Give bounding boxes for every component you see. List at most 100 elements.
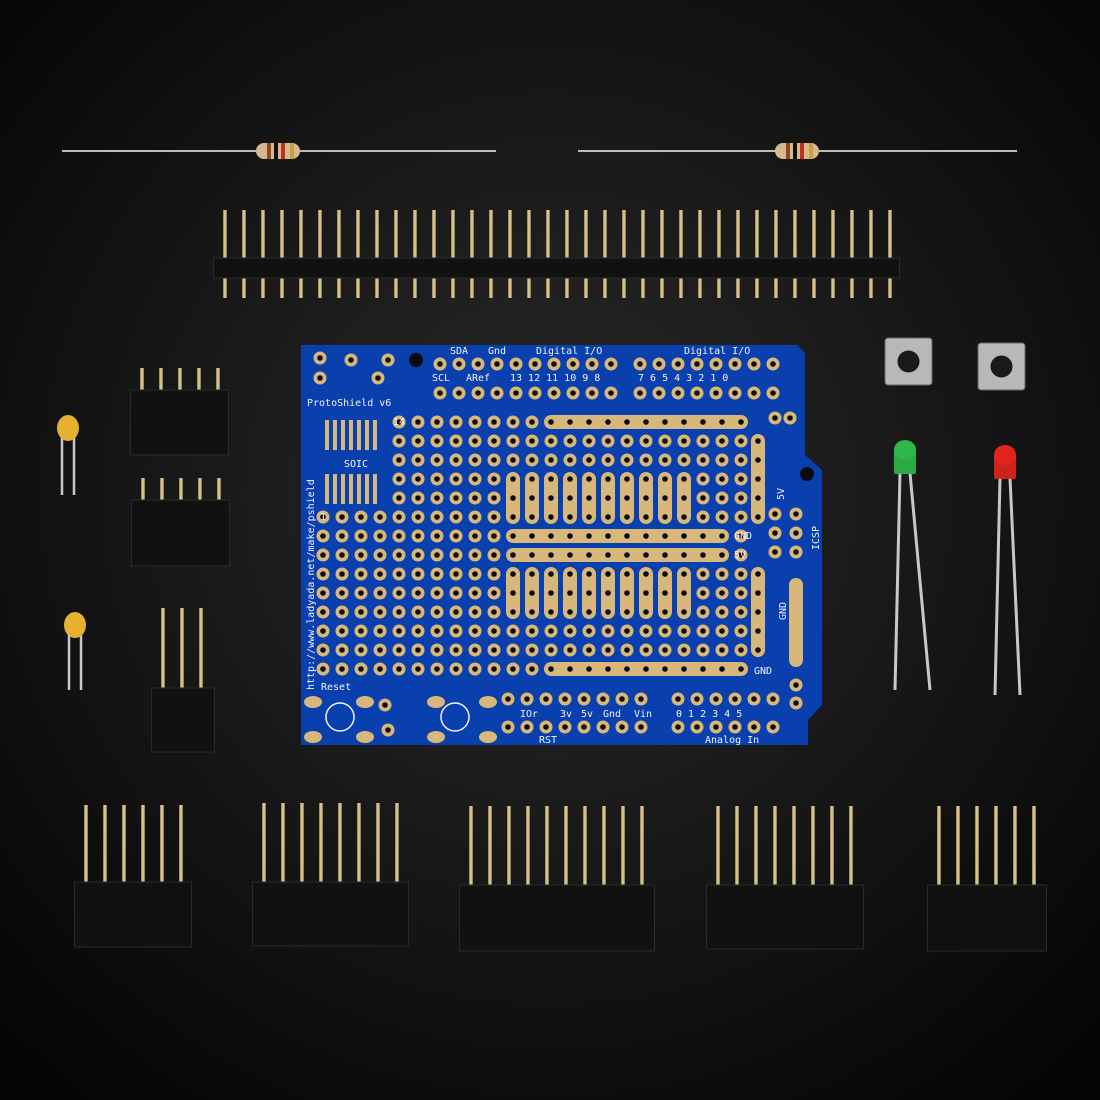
hole <box>415 628 421 634</box>
hole <box>548 552 554 558</box>
hole <box>586 495 592 501</box>
hole <box>605 514 611 520</box>
pcb <box>301 345 822 745</box>
hole <box>605 628 611 634</box>
hole <box>548 628 554 634</box>
resistor-band <box>267 143 271 159</box>
hole <box>415 647 421 653</box>
button-footprint <box>325 702 355 732</box>
soic-pad <box>341 474 345 504</box>
hole <box>453 514 459 520</box>
hole <box>624 495 630 501</box>
hole <box>377 609 383 615</box>
label-sda: SDA <box>450 346 468 357</box>
header-pin <box>1013 806 1017 951</box>
header-pin <box>280 210 284 298</box>
hole <box>793 682 799 688</box>
hole <box>624 628 630 634</box>
hole <box>472 533 478 539</box>
hole <box>491 571 497 577</box>
hole <box>700 457 706 463</box>
header-pin <box>849 806 853 949</box>
stacking-header-10pin <box>459 806 655 952</box>
hole <box>624 419 630 425</box>
header-pin <box>811 806 815 949</box>
hole <box>586 514 592 520</box>
header-pin <box>122 805 126 947</box>
hole <box>700 571 706 577</box>
hole <box>681 533 687 539</box>
hole <box>700 438 706 444</box>
hole <box>320 666 326 672</box>
header-pin <box>338 803 342 946</box>
header-housing <box>74 881 192 948</box>
hole <box>719 609 725 615</box>
label-digital-io: Digital I/O <box>536 346 602 357</box>
hole <box>415 514 421 520</box>
hole <box>567 533 573 539</box>
hole <box>700 609 706 615</box>
header-housing <box>706 884 864 950</box>
header-pin <box>300 803 304 946</box>
header-pin <box>469 806 473 951</box>
soic-pad <box>357 474 361 504</box>
hole <box>643 457 649 463</box>
hole <box>608 361 614 367</box>
label-pin-1: 1 <box>320 512 326 523</box>
led-lead <box>908 472 932 691</box>
hole <box>396 495 402 501</box>
hole <box>662 438 668 444</box>
hole <box>472 590 478 596</box>
hole <box>320 590 326 596</box>
hole <box>339 514 345 520</box>
hole <box>755 609 761 615</box>
hole <box>567 609 573 615</box>
hole <box>719 476 725 482</box>
header-pin <box>299 210 303 298</box>
hole <box>453 476 459 482</box>
hole <box>681 571 687 577</box>
male-header-strip <box>213 210 900 298</box>
header-pin <box>754 806 758 949</box>
hole <box>453 590 459 596</box>
hole <box>738 514 744 520</box>
hole <box>567 552 573 558</box>
hole <box>415 590 421 596</box>
hole <box>513 361 519 367</box>
hole <box>643 647 649 653</box>
label-5v: 5v <box>581 709 593 720</box>
hole <box>719 552 725 558</box>
soic-pad <box>349 474 353 504</box>
hole <box>643 590 649 596</box>
header-pin <box>565 210 569 298</box>
header-pin <box>755 210 759 298</box>
label-gnd: Gnd <box>488 346 506 357</box>
hole <box>624 438 630 444</box>
header-pin <box>792 806 796 949</box>
soic-pad <box>325 420 329 450</box>
hole <box>713 696 719 702</box>
hole <box>643 533 649 539</box>
hole <box>605 438 611 444</box>
hole <box>586 609 592 615</box>
hole <box>755 495 761 501</box>
header-pin <box>281 803 285 946</box>
hole <box>656 390 662 396</box>
hole <box>529 609 535 615</box>
hole <box>662 476 668 482</box>
hole <box>643 438 649 444</box>
hole <box>772 511 778 517</box>
hole <box>738 647 744 653</box>
hole <box>548 666 554 672</box>
label-analog-pins: 0 1 2 3 4 5 <box>676 709 742 720</box>
resistor-band <box>274 143 278 159</box>
hole <box>377 571 383 577</box>
hole <box>529 590 535 596</box>
hole <box>719 495 725 501</box>
header-pin <box>660 210 664 298</box>
hole <box>738 438 744 444</box>
label-5v-top: 5V <box>776 488 787 500</box>
hole <box>320 514 326 520</box>
hole <box>434 438 440 444</box>
board-url: http://www.ladyada.net/make/pshield <box>306 479 317 690</box>
